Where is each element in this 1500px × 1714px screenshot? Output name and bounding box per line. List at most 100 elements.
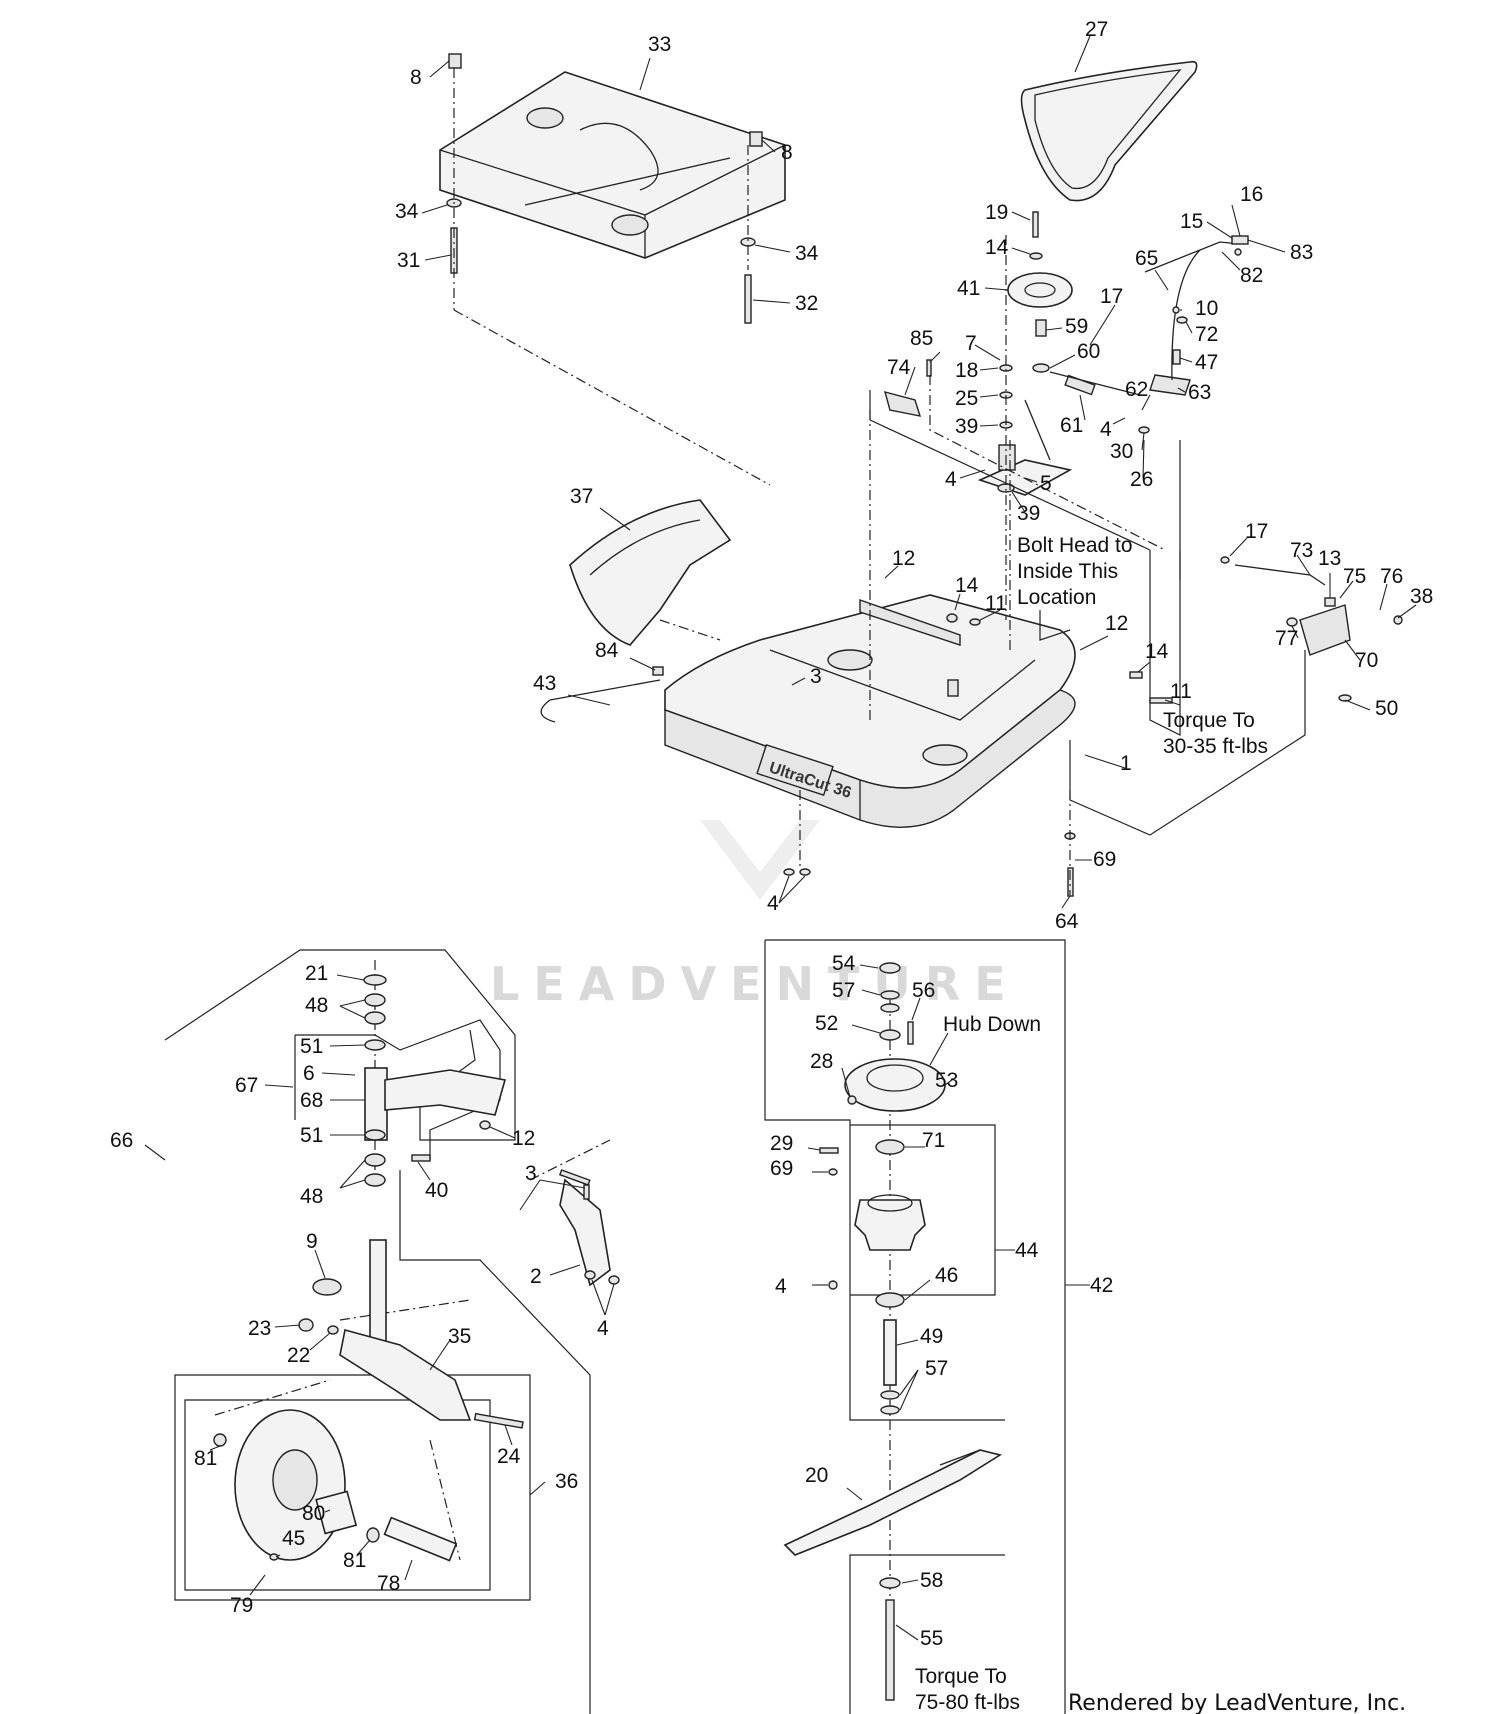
callout-label: 44 (1015, 1239, 1039, 1262)
bolt-50 (1338, 694, 1352, 702)
note-bolt-head-line1: Bolt Head to (1017, 534, 1133, 557)
callout-label: 75 (1343, 565, 1366, 588)
leader (1185, 321, 1193, 334)
bearing-71 (875, 1139, 905, 1155)
washer-14 (1029, 252, 1043, 260)
nut-4-caster-b (608, 1275, 620, 1285)
callout-label: 64 (1055, 910, 1079, 933)
footer-credit: Rendered by LeadVenture, Inc. (1068, 1691, 1406, 1714)
callout-label: 19 (985, 201, 1008, 224)
bushing-51-bottom (364, 1129, 386, 1141)
callout-label: 37 (570, 485, 593, 508)
leader (1231, 204, 1241, 237)
leader (954, 593, 961, 611)
leader (1221, 251, 1241, 271)
leader (778, 875, 806, 904)
deck-hardware (540, 556, 1403, 897)
note-bolt-head-line2: Inside This (1017, 560, 1118, 583)
washer-69-spindle (828, 1168, 838, 1176)
pin-85 (926, 359, 932, 377)
rod-73 (1234, 564, 1326, 586)
callout-label: 69 (770, 1157, 793, 1180)
callout-label: 20 (805, 1464, 828, 1487)
leader (504, 1424, 513, 1446)
spindle-pulley-hub (866, 1064, 924, 1092)
leader (896, 1339, 919, 1346)
spacer-81-right (366, 1527, 380, 1543)
leader (979, 609, 1001, 621)
leader (1049, 354, 1076, 369)
spindle-hole-left (827, 649, 873, 671)
leader (639, 57, 651, 91)
clip-17 (1220, 556, 1230, 564)
align-line (529, 1139, 611, 1181)
bearing-80 (315, 1490, 358, 1535)
idler-pulley-hub (1024, 282, 1056, 298)
box-line (1039, 610, 1306, 836)
assembly-boxes (164, 390, 1306, 1714)
callout-label: 1 (1120, 752, 1132, 775)
callout-label: 46 (935, 1264, 958, 1287)
callout-label: 8 (410, 66, 422, 89)
caster-fork-35 (339, 1329, 472, 1421)
spacer-81-left (213, 1433, 227, 1447)
key-56 (907, 1021, 914, 1045)
bolt-3-caster (558, 1169, 591, 1186)
nut-77 (1286, 617, 1298, 627)
callout-label: 32 (795, 292, 818, 315)
leader (549, 1264, 581, 1276)
nut-4-left (783, 868, 795, 876)
callout-label: 48 (300, 1185, 323, 1208)
nut-12-caster (479, 1120, 491, 1130)
bearing-48-top-b (364, 1011, 386, 1025)
leader (1296, 554, 1311, 576)
callout-label: 83 (1290, 241, 1313, 264)
bolt-3-upright (583, 1184, 590, 1200)
bolt-11-right (1149, 697, 1173, 704)
deck-cover-seam (524, 157, 731, 206)
pin-82 (1234, 248, 1242, 256)
spacer-13 (1324, 597, 1336, 607)
washer-60 (1032, 363, 1050, 373)
grease-fitting-45 (269, 1553, 279, 1561)
leader (778, 875, 790, 904)
callout-label: 4 (767, 892, 779, 915)
leader (1011, 247, 1031, 255)
leader (604, 1283, 615, 1316)
leader (1229, 537, 1248, 557)
bearing-48-bottom-a (364, 1153, 386, 1167)
bushing-51-top (364, 1039, 386, 1051)
callout-label: 22 (287, 1344, 310, 1367)
leader (846, 1487, 863, 1501)
callout-label: 74 (887, 356, 911, 379)
leader (1247, 239, 1286, 253)
deck-badge (756, 744, 834, 796)
box-line (869, 390, 1181, 736)
callout-label: 4 (775, 1275, 787, 1298)
leader (1291, 625, 1299, 639)
callout-label: 53 (935, 1069, 958, 1092)
callout-label: 77 (1275, 627, 1298, 650)
leader (1011, 491, 1026, 513)
callout-label: 12 (512, 1127, 535, 1150)
washer-14-right (1129, 671, 1143, 679)
leader (1084, 754, 1126, 769)
nut-10 (1172, 306, 1180, 314)
assembly-notes: Bolt Head to Inside This Location Torque… (915, 534, 1268, 1714)
pivot-tube-68 (364, 1067, 388, 1141)
bolt-38 (1393, 615, 1403, 625)
rod-61 (1064, 374, 1096, 396)
leader (324, 1509, 331, 1513)
leader (417, 1161, 431, 1181)
callout-label: 6 (303, 1062, 315, 1085)
callout-label: 57 (925, 1357, 948, 1380)
leader (329, 1044, 366, 1047)
bolt-11-top (969, 618, 981, 626)
leader (929, 1032, 949, 1066)
callout-label: 27 (1085, 18, 1108, 41)
leader (911, 997, 921, 1021)
alignment-lines (214, 68, 1166, 1700)
washer-72 (1176, 316, 1188, 324)
clip-8-left (448, 53, 462, 69)
callout-label: 4 (1100, 418, 1112, 441)
